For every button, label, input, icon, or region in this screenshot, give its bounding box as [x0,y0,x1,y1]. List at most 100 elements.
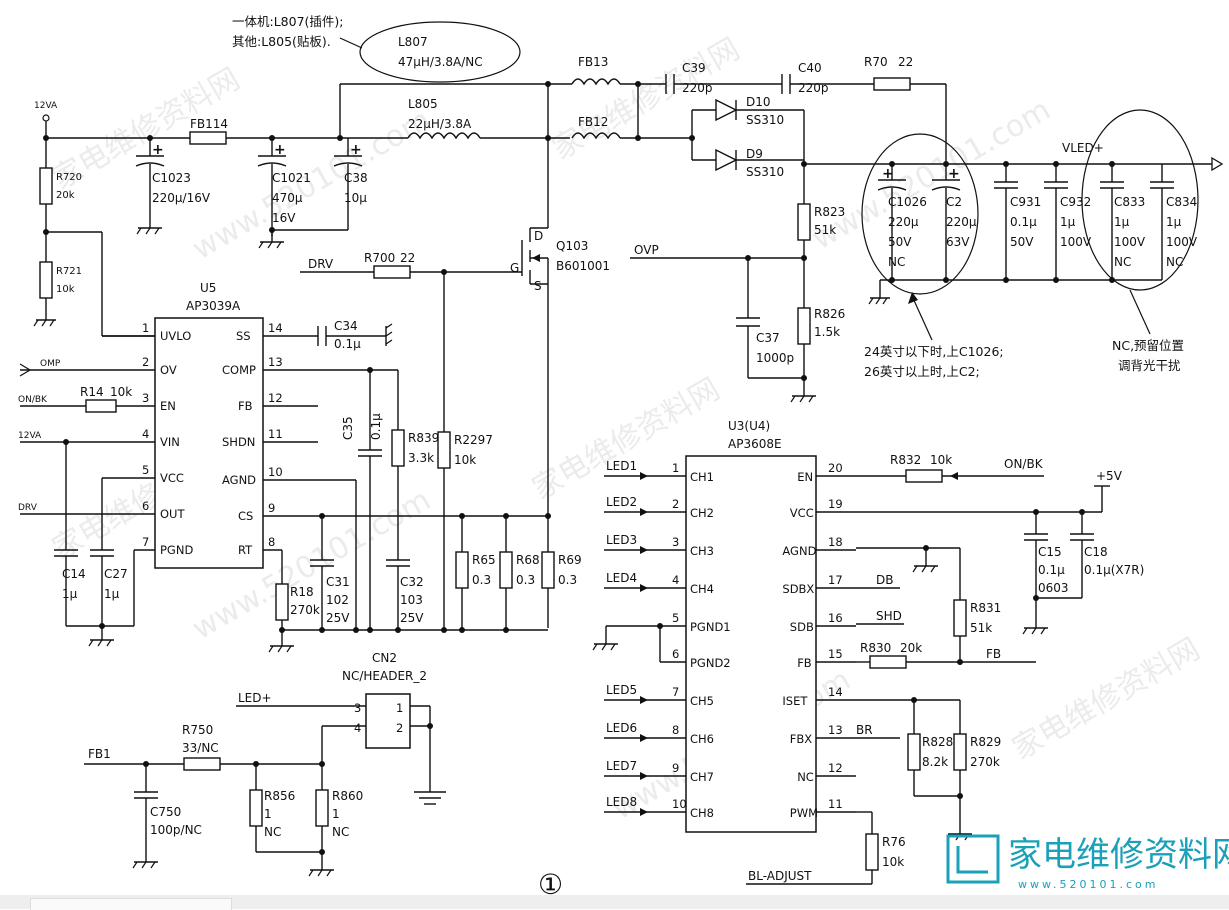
l805-inductor: L805 22μH/3.8A [407,97,570,140]
r14-value: 10k [110,385,132,399]
r76-value: 10k [882,855,904,869]
c37-name: C37 [756,331,780,345]
fb13-label: FB13 [578,55,608,69]
u5-pin9-num: 9 [268,501,275,515]
u3-pin17-num: 17 [828,573,843,587]
c18-value: 0.1μ(X7R) [1084,563,1144,577]
c14-value: 1μ [62,587,78,601]
c1023-value: 220μ/16V [152,191,211,205]
r831-value: 51k [970,621,992,635]
c1023-name: C1023 [152,171,191,185]
r829-name: R829 [970,735,1001,749]
r828-value: 8.2k [922,755,948,769]
omp-net: OMP [40,359,61,369]
u5-pin4-num: 4 [142,427,149,441]
u5-pin5-name: VCC [160,471,184,485]
bottom-tab[interactable] [30,898,232,910]
u3-pin6-num: 6 [672,647,679,661]
d10-diode: D10 SS310 [689,95,805,160]
u3-pin12-num: 12 [828,761,843,775]
u3-pin9-num: 9 [672,761,679,775]
u3-net-led2: LED2 [606,495,637,509]
r829-value: 270k [970,755,1000,769]
u5-ref: U5 [200,281,216,295]
watermark-url: www.520101.com [807,92,1057,257]
c931-name: C931 [1010,195,1041,209]
c39: C39 220p [665,61,782,95]
vled-rail: VLED+ [801,141,1224,204]
u3-part: AP3608E [728,437,782,451]
r830-value: 20k [900,641,922,655]
top-note-line1: 一体机:L807(插件); [232,14,344,29]
c2-v2: 63V [946,235,970,249]
c27-value: 1μ [104,587,120,601]
r65-name: R65 [472,553,496,567]
on-bk-left-net: ON/BK [18,395,48,405]
logo-text: 家电维修资料网 [1008,835,1229,875]
c833-v2: 100V [1114,235,1146,249]
comp-network: C35 0.1μ R839 3.3k C32 103 25V [341,367,439,630]
c833-v3: NC [1114,255,1131,269]
output-capacitors: + C1026 220μ 50V NC + C2 220μ 63V C931 0… [861,109,1199,305]
fb114-bead [189,131,227,145]
u3-pin10-num: 10 [672,797,687,811]
vled-label: VLED+ [1062,141,1104,155]
c2-name: C2 [946,195,962,209]
r700-name: R700 [364,251,395,265]
c1021-v1: 470μ [272,191,303,205]
d9-value: SS310 [746,165,784,179]
r856-name: R856 [264,789,295,803]
u3-pin5-num: 5 [672,611,679,625]
c32-v2: 25V [400,611,424,625]
u5-pin6-num: 6 [142,499,149,513]
r823-value: 51k [814,223,836,237]
fb114-label: FB114 [190,117,228,131]
c15-name: C15 [1038,545,1062,559]
on-bk-net: ON/BK [1004,457,1044,471]
logo-url: www.520101.com [1018,878,1158,891]
u3-net-led5: LED5 [606,683,637,697]
u5-pin1-num: 1 [142,321,149,335]
r720-name: R720 [56,172,82,183]
u3-net-led4: LED4 [606,571,637,585]
c40-name: C40 [798,61,822,75]
u3-net-led8: LED8 [606,795,637,809]
size-note2: 26英寸以上时,上C2; [864,364,980,379]
u3-pin17-name: SDBX [782,582,814,596]
r70: R70 22 [864,55,947,164]
c931-v2: 50V [1010,235,1034,249]
u3-pin10-name: CH8 [690,806,714,820]
u5-pin2-num: 2 [142,355,149,369]
c40: C40 220p [781,61,874,95]
c932-v1: 1μ [1060,215,1076,229]
d10-value: SS310 [746,113,784,127]
u5-pin7-num: 7 [142,535,149,549]
c15-v1: 0.1μ [1038,563,1065,577]
drv-left-net: DRV [18,503,38,513]
u5-pin14-name: SS [236,329,251,343]
u5-pin1-name: UVLO [160,329,191,343]
r720-r721-divider: R720 20k R721 10k [33,138,155,337]
c932-v2: 100V [1060,235,1092,249]
u3-pin11-num: 11 [828,797,843,811]
r839-name: R839 [408,431,439,445]
c1021-name: C1021 [272,171,311,185]
u3-pin4-name: CH4 [690,582,714,596]
u3-pin13-num: 13 [828,723,843,737]
cn2-part: NC/HEADER_2 [342,669,427,683]
r65-value: 0.3 [472,573,491,587]
u3-pin15-num: 15 [828,647,843,661]
c931-v1: 0.1μ [1010,215,1037,229]
d9-diode: D9 SS310 [692,147,804,179]
drv-net: DRV [308,257,334,271]
r76-name: R76 [882,835,906,849]
c1021-v2: 16V [272,211,296,225]
u3-pin7-num: 7 [672,685,679,699]
drv-gate-drive: DRV R700 22 [300,251,522,432]
u3-net-led3: LED3 [606,533,637,547]
r831-name: R831 [970,601,1001,615]
r720-body [39,167,53,205]
u3-pin15-name: FB [797,656,812,670]
r839-value: 3.3k [408,451,434,465]
